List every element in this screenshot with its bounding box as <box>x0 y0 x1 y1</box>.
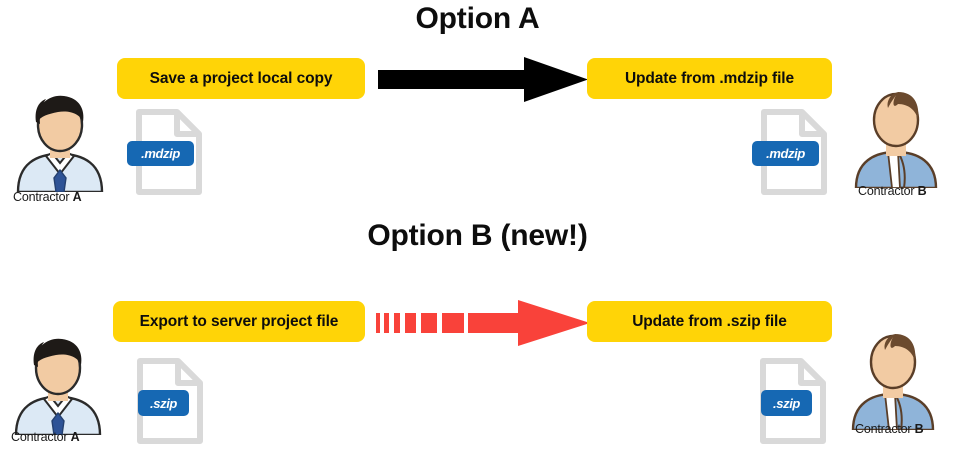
avatar-label-contractor-a-top: Contractor A <box>13 190 82 204</box>
avatar-label-prefix: Contractor <box>13 190 73 204</box>
document-file-icon: .mdzip <box>752 108 830 196</box>
section-title-option-a: Option A <box>415 2 540 35</box>
document-file-icon: .mdzip <box>127 108 205 196</box>
document-file-icon: .szip <box>757 357 829 445</box>
avatar-label-suffix: B <box>917 184 927 198</box>
person-jacket-avatar-icon <box>848 88 944 190</box>
action-box-update-from-mdzip-file[interactable]: Update from .mdzip file <box>587 58 832 99</box>
file-extension-badge: .mdzip <box>127 141 194 166</box>
avatar-label-prefix: Contractor <box>855 422 915 436</box>
section-title-option-b: Option B (new!) <box>367 219 588 252</box>
avatar-label-suffix: A <box>70 430 80 444</box>
avatar-label-prefix: Contractor <box>858 184 918 198</box>
person-suit-tie-avatar-icon <box>10 335 106 437</box>
action-box-update-from-szip-file[interactable]: Update from .szip file <box>587 301 832 342</box>
file-extension-badge: .mdzip <box>752 141 819 166</box>
avatar-label-contractor-b-top: Contractor B <box>858 184 927 198</box>
avatar-label-contractor-a-bottom: Contractor A <box>11 430 80 444</box>
action-box-save-project-local-copy[interactable]: Save a project local copy <box>117 58 365 99</box>
avatar-label-prefix: Contractor <box>11 430 71 444</box>
right-arrow-icon <box>378 57 588 102</box>
avatar-label-contractor-b-bottom: Contractor B <box>855 422 924 436</box>
fast-right-arrow-icon <box>376 300 590 346</box>
avatar-label-suffix: A <box>72 190 82 204</box>
person-suit-tie-avatar-icon <box>12 92 108 194</box>
document-file-icon: .szip <box>134 357 206 445</box>
action-box-export-to-server-project-file[interactable]: Export to server project file <box>113 301 365 342</box>
file-extension-badge: .szip <box>761 390 812 416</box>
person-jacket-avatar-icon <box>845 330 941 432</box>
avatar-label-suffix: B <box>914 422 924 436</box>
file-extension-badge: .szip <box>138 390 189 416</box>
